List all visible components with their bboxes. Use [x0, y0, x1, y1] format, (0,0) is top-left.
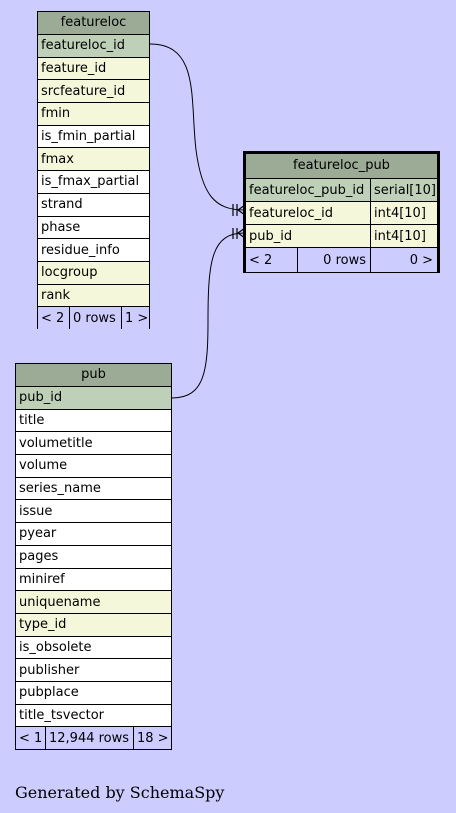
column-name: type_id — [19, 617, 67, 633]
column-name: phase — [41, 219, 81, 235]
table-footer-featureloc: < 2 0 rows 1 > — [38, 307, 149, 330]
table-footer-pub: < 1 12,944 rows 18 > — [16, 727, 171, 750]
column-name: pages — [19, 549, 59, 565]
column-type: int4[10] — [370, 202, 437, 224]
column-row[interactable]: locgroup — [38, 261, 149, 285]
children-link[interactable]: 0 > — [370, 248, 437, 272]
column-row[interactable]: fmax — [38, 148, 149, 172]
column-name: srcfeature_id — [41, 83, 126, 99]
column-name: uniquename — [19, 594, 101, 610]
children-link[interactable]: 18 > — [133, 727, 171, 750]
children-link[interactable]: 1 > — [121, 307, 149, 330]
column-row[interactable]: phase — [38, 216, 149, 240]
row-count: 0 rows — [297, 248, 370, 272]
column-name: is_obsolete — [19, 639, 92, 655]
column-row[interactable]: rank — [38, 284, 149, 308]
column-name: title — [19, 413, 45, 429]
row-count: 0 rows — [69, 307, 121, 330]
column-name: miniref — [19, 571, 65, 587]
column-name: issue — [19, 503, 53, 519]
table-header-featureloc-pub[interactable]: featureloc_pub — [246, 154, 437, 179]
column-row[interactable]: type_id — [16, 613, 171, 637]
column-name: featureloc_id — [249, 205, 334, 221]
column-row[interactable]: fmin — [38, 103, 149, 126]
table-featureloc-pub[interactable]: featureloc_pub featureloc_pub_id serial[1… — [243, 151, 440, 273]
column-row[interactable]: pyear — [16, 523, 171, 546]
relationship-pub-to-featureloc-pub — [171, 232, 245, 399]
column-row[interactable]: pub_id int4[10] — [246, 225, 437, 248]
relationship-featureloc-to-featureloc-pub — [149, 43, 245, 211]
column-row[interactable]: title_tsvector — [16, 704, 171, 728]
column-row[interactable]: strand — [38, 193, 149, 217]
table-header-featureloc[interactable]: featureloc — [38, 12, 149, 35]
column-name: featureloc_pub_id — [249, 182, 365, 198]
parents-link[interactable]: < 1 — [19, 730, 43, 746]
crows-foot-marker-pub — [232, 227, 246, 239]
column-row[interactable]: volumetitle — [16, 432, 171, 456]
parents-link[interactable]: < 2 — [249, 252, 273, 268]
column-row[interactable]: is_obsolete — [16, 636, 171, 660]
column-name: title_tsvector — [19, 707, 105, 723]
column-name: residue_info — [41, 242, 120, 258]
column-name: pub_id — [19, 390, 63, 406]
column-type: serial[10] — [370, 179, 437, 201]
column-row[interactable]: volume — [16, 455, 171, 478]
column-row[interactable]: srcfeature_id — [38, 80, 149, 104]
column-name: featureloc_id — [41, 38, 126, 54]
column-name: is_fmin_partial — [41, 129, 136, 145]
column-row[interactable]: miniref — [16, 568, 171, 592]
column-row[interactable]: featureloc_pub_id serial[10] — [246, 179, 437, 202]
column-name: is_fmax_partial — [41, 174, 140, 190]
column-row[interactable]: is_fmin_partial — [38, 125, 149, 149]
column-row[interactable]: feature_id — [38, 57, 149, 81]
column-name: fmax — [41, 151, 74, 167]
column-row[interactable]: series_name — [16, 477, 171, 501]
column-row[interactable]: residue_info — [38, 239, 149, 262]
generated-by-label: Generated by SchemaSpy — [15, 783, 225, 802]
column-name: pyear — [19, 526, 57, 542]
column-row[interactable]: publisher — [16, 659, 171, 682]
column-name: volume — [19, 458, 68, 474]
column-name: series_name — [19, 481, 101, 497]
column-row[interactable]: is_fmax_partial — [38, 171, 149, 194]
column-name: fmin — [41, 106, 71, 122]
table-header-pub[interactable]: pub — [16, 364, 171, 387]
column-name: locgroup — [41, 265, 98, 281]
column-type: int4[10] — [370, 225, 437, 247]
column-row[interactable]: uniquename — [16, 591, 171, 614]
column-row[interactable]: featureloc_id int4[10] — [246, 202, 437, 225]
column-row[interactable]: title — [16, 409, 171, 433]
column-row[interactable]: featureloc_id — [38, 35, 149, 58]
column-name: volumetitle — [19, 435, 93, 451]
row-count: 12,944 rows — [45, 727, 133, 750]
column-name: publisher — [19, 662, 80, 678]
table-footer-featureloc-pub: < 2 0 rows 0 > — [246, 248, 437, 272]
column-name: pub_id — [249, 228, 293, 244]
column-row[interactable]: pubplace — [16, 681, 171, 705]
column-name: feature_id — [41, 61, 107, 77]
column-row[interactable]: pub_id — [16, 387, 171, 410]
column-name: strand — [41, 197, 83, 213]
column-name: pubplace — [19, 685, 79, 701]
column-name: rank — [41, 287, 71, 303]
crows-foot-marker-featureloc — [232, 204, 246, 216]
column-row[interactable]: pages — [16, 545, 171, 569]
column-row[interactable]: issue — [16, 500, 171, 524]
parents-link[interactable]: < 2 — [41, 310, 65, 326]
